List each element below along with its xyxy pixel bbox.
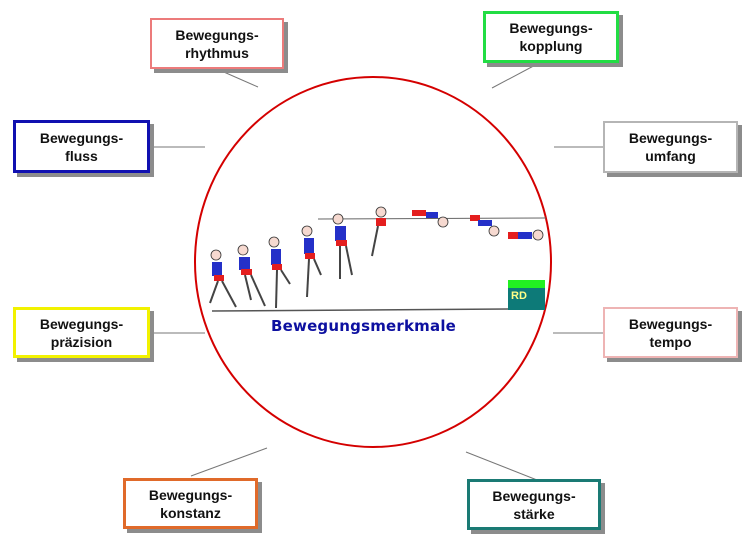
jumper-figure — [508, 229, 544, 241]
center-label: Bewegungsmerkmale — [271, 317, 457, 335]
box-subtitle: umfang — [645, 148, 696, 164]
box-bewegungsumfang: Bewegungs- umfang — [603, 121, 738, 173]
box-title: Bewegungs- — [628, 130, 713, 146]
box-subtitle: stärke — [513, 505, 555, 522]
jumper-figure — [371, 206, 387, 257]
box-subtitle: rhythmus — [185, 44, 249, 61]
box-bewegungskonstanz: Bewegungs- konstanz — [123, 478, 258, 529]
box-subtitle: kopplung — [519, 38, 583, 54]
jumper-figure — [470, 215, 500, 237]
connector-staerke — [465, 451, 538, 481]
connector-konstanz — [190, 447, 268, 477]
box-title: Bewegungs- — [628, 315, 713, 332]
connector-rhythmus — [216, 68, 259, 88]
box-title: Bewegungs- — [492, 487, 576, 504]
box-subtitle: fluss — [65, 147, 98, 164]
box-subtitle: präzision — [50, 333, 113, 350]
box-bewegungskopplung: Bewegungs- kopplung — [483, 11, 619, 63]
box-title: Bewegungs- — [509, 20, 593, 36]
jumper-figure — [412, 210, 449, 228]
box-title: Bewegungs- — [39, 129, 124, 146]
rd-badge-text: RD — [508, 288, 545, 310]
center-circle — [194, 76, 552, 448]
box-bewegungsfluss: Bewegungs- fluss — [13, 120, 150, 173]
ground-line — [211, 308, 509, 312]
box-bewegungsstaerke: Bewegungs- stärke — [467, 479, 601, 530]
high-jump-bar — [317, 217, 547, 220]
box-title: Bewegungs- — [148, 486, 233, 503]
connector-kopplung — [491, 61, 542, 89]
box-bewegungstempo: Bewegungs- tempo — [603, 307, 738, 358]
box-subtitle: tempo — [649, 333, 692, 350]
box-bewegungspraezision: Bewegungs- präzision — [13, 307, 150, 358]
box-bewegungsrhythmus: Bewegungs- rhythmus — [150, 18, 284, 69]
box-subtitle: konstanz — [160, 504, 221, 521]
jumper-figure — [268, 236, 291, 309]
rd-badge-stripe — [508, 280, 545, 288]
jumper-figure — [332, 213, 353, 279]
jumper-figure — [301, 225, 322, 298]
box-title: Bewegungs- — [175, 26, 259, 43]
box-title: Bewegungs- — [39, 315, 124, 332]
jumper-sequence — [209, 206, 544, 309]
rd-badge: RD — [508, 280, 545, 310]
jumper-figure — [237, 244, 266, 307]
jumper-figure — [209, 249, 237, 308]
